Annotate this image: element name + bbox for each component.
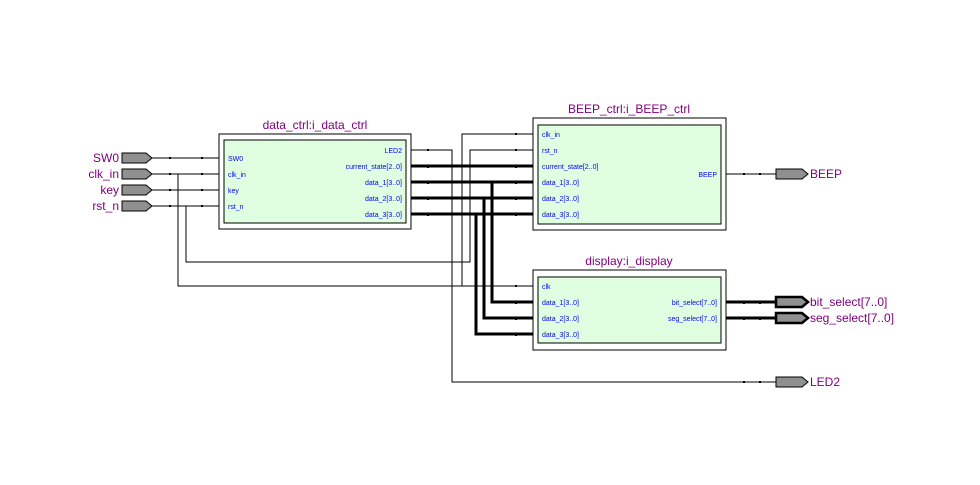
display-port-data-3: data_3[3..0]: [542, 332, 579, 339]
pin-arrow-icon: [121, 152, 153, 164]
junction-marks: [169, 133, 761, 383]
data-ctrl-port-key: key: [228, 188, 239, 195]
beep-ctrl-port-data-3: data_3[3..0]: [542, 212, 579, 219]
output-pin-label: bit_select[7..0]: [810, 295, 887, 309]
data-ctrl-port-data-1: data_1[3..0]: [365, 180, 402, 187]
input-pin-clk-in[interactable]: clk_in: [88, 167, 153, 181]
beep-ctrl-port-data-2: data_2[3..0]: [542, 196, 579, 203]
input-pin-rst-n[interactable]: rst_n: [92, 199, 153, 213]
data-ctrl-block[interactable]: data_ctrl:i_data_ctrl SW0 clk_in key rst…: [218, 118, 412, 230]
data-ctrl-port-data-2: data_2[3..0]: [365, 196, 402, 203]
pin-arrow-icon: [121, 184, 153, 196]
display-port-seg-select: seg_select[7..0]: [668, 316, 717, 323]
input-pin-label: SW0: [93, 151, 119, 165]
output-pin-label: LED2: [810, 375, 840, 389]
data-ctrl-port-led2: LED2: [384, 148, 402, 155]
beep-ctrl-port-data-1: data_1[3..0]: [542, 180, 579, 187]
data-ctrl-port-current-state: current_state[2..0]: [346, 164, 402, 171]
input-pin-label: clk_in: [88, 167, 119, 181]
display-title: display:i_display: [585, 254, 672, 268]
display-port-data-2: data_2[3..0]: [542, 316, 579, 323]
output-pin-label: BEEP: [810, 167, 842, 181]
output-pin-bit-select[interactable]: bit_select[7..0]: [774, 295, 887, 309]
pin-arrow-icon: [121, 168, 153, 180]
data-ctrl-title: data_ctrl:i_data_ctrl: [263, 118, 368, 132]
input-pin-label: rst_n: [92, 199, 119, 213]
display-port-data-1: data_1[3..0]: [542, 300, 579, 307]
beep-ctrl-port-clk-in: clk_in: [542, 132, 560, 139]
output-pin-seg-select[interactable]: seg_select[7..0]: [774, 311, 894, 325]
display-port-bit-select: bit_select[7..0]: [672, 300, 717, 307]
display-port-clk: clk: [542, 284, 551, 291]
pin-arrow-icon: [121, 200, 153, 212]
pin-arrow-icon: [775, 168, 809, 180]
beep-ctrl-port-beep: BEEP: [698, 172, 717, 179]
beep-ctrl-port-current-state: current_state[2..0]: [542, 164, 598, 171]
beep-ctrl-port-rst-n: rst_n: [542, 148, 558, 155]
input-pin-label: key: [100, 183, 119, 197]
input-pin-sw0[interactable]: SW0: [93, 151, 153, 165]
data-ctrl-port-sw0: SW0: [228, 156, 243, 163]
bus-pin-arrow-icon: [774, 311, 810, 325]
output-pin-led2[interactable]: LED2: [775, 375, 840, 389]
display-block[interactable]: display:i_display clk data_1[3..0] data_…: [532, 254, 727, 351]
beep-ctrl-title: BEEP_ctrl:i_BEEP_ctrl: [568, 102, 690, 116]
data-ctrl-port-clk-in: clk_in: [228, 172, 246, 179]
bus-pin-arrow-icon: [774, 295, 810, 309]
data-ctrl-port-data-3: data_3[3..0]: [365, 212, 402, 219]
output-pin-beep[interactable]: BEEP: [775, 167, 842, 181]
input-pin-key[interactable]: key: [100, 183, 153, 197]
data-ctrl-port-rst-n: rst_n: [228, 204, 244, 211]
output-pin-label: seg_select[7..0]: [810, 311, 894, 325]
pin-arrow-icon: [775, 376, 809, 388]
beep-ctrl-block[interactable]: BEEP_ctrl:i_BEEP_ctrl clk_in rst_n curre…: [532, 102, 727, 231]
